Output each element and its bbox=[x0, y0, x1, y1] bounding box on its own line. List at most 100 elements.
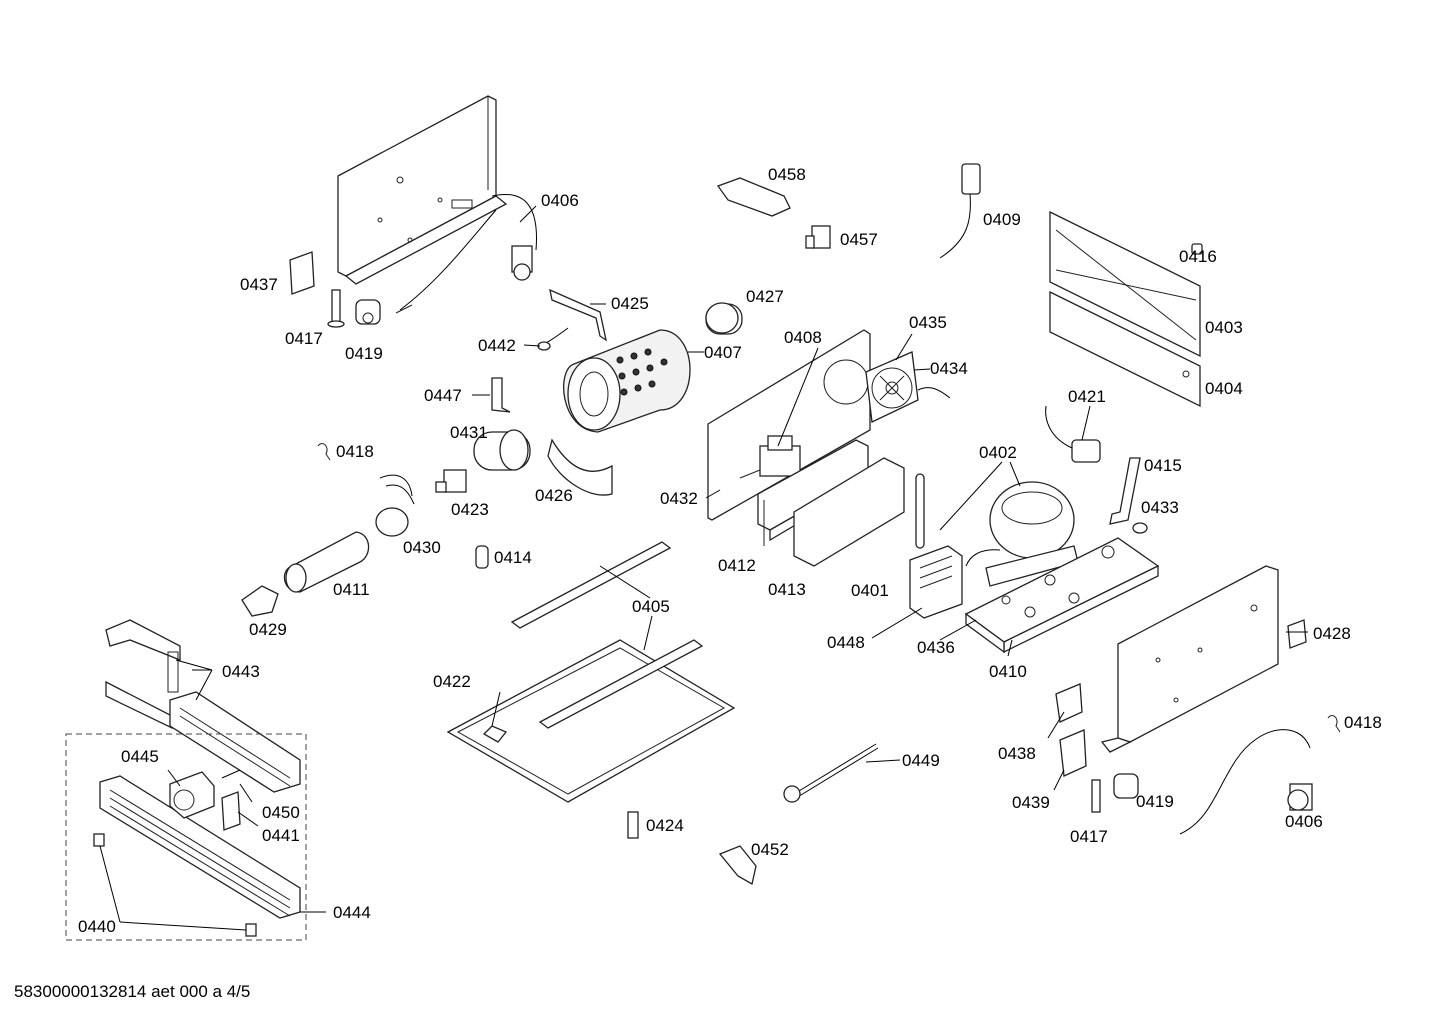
part-label-0419-top: 0419 bbox=[345, 344, 383, 363]
part-label-0406-right: 0406 bbox=[1285, 812, 1323, 831]
part-label-0406-top: 0406 bbox=[541, 191, 579, 210]
cover-0413 bbox=[793, 457, 905, 567]
part-label-0458: 0458 bbox=[768, 165, 806, 184]
grommet-0433 bbox=[1132, 522, 1148, 534]
part-label-0412: 0412 bbox=[718, 556, 756, 575]
clip-0418-left bbox=[317, 443, 331, 461]
part-label-0431: 0431 bbox=[450, 423, 488, 442]
part-label-0440: 0440 bbox=[78, 917, 116, 936]
part-label-0443: 0443 bbox=[222, 662, 260, 681]
bracket-0452 bbox=[718, 845, 757, 886]
panel-0404 bbox=[1049, 290, 1201, 408]
relay-0421 bbox=[1045, 405, 1101, 463]
capacitor-0431 bbox=[473, 429, 531, 471]
screw-0417-right bbox=[1091, 779, 1101, 813]
part-label-0418-right: 0418 bbox=[1344, 713, 1382, 732]
part-label-0435: 0435 bbox=[909, 313, 947, 332]
part-label-0410: 0410 bbox=[989, 662, 1027, 681]
part-label-0413: 0413 bbox=[768, 580, 806, 599]
rail-0405-top bbox=[510, 541, 672, 629]
part-label-0416: 0416 bbox=[1179, 247, 1217, 266]
pad-0440-a bbox=[93, 833, 105, 847]
part-label-0424: 0424 bbox=[646, 816, 684, 835]
part-label-0430: 0430 bbox=[403, 538, 441, 557]
part-label-0422: 0422 bbox=[433, 672, 471, 691]
part-drawings bbox=[65, 95, 1341, 941]
shroud-0426 bbox=[547, 438, 613, 496]
relay-box-0448 bbox=[909, 545, 963, 619]
spacer-0414 bbox=[475, 545, 489, 569]
tube-0449 bbox=[783, 743, 879, 803]
part-label-0447: 0447 bbox=[424, 386, 462, 405]
clip-0418-right bbox=[1327, 715, 1341, 733]
part-label-0441: 0441 bbox=[262, 826, 300, 845]
part-label-0433: 0433 bbox=[1141, 498, 1179, 517]
switch-0428 bbox=[1287, 619, 1307, 649]
part-labels: 0406 0437 0417 0419 0458 0457 0409 0416 … bbox=[78, 165, 1382, 936]
part-label-0418-left: 0418 bbox=[336, 442, 374, 461]
part-label-0411: 0411 bbox=[333, 580, 370, 599]
part-label-0419-right: 0419 bbox=[1136, 792, 1174, 811]
part-label-0405: 0405 bbox=[632, 597, 670, 616]
top-left-side-panel bbox=[289, 95, 538, 328]
bracket-0458 bbox=[716, 177, 791, 217]
motor-0411 bbox=[283, 531, 370, 593]
clip-0424 bbox=[627, 811, 639, 839]
base-plate-0410 bbox=[964, 537, 1160, 654]
part-label-0442: 0442 bbox=[478, 336, 516, 355]
part-label-0415: 0415 bbox=[1144, 456, 1182, 475]
part-label-0448: 0448 bbox=[827, 633, 865, 652]
part-label-0445: 0445 bbox=[121, 747, 159, 766]
part-label-0408: 0408 bbox=[784, 328, 822, 347]
part-label-0407: 0407 bbox=[704, 343, 742, 362]
part-label-0417-top: 0417 bbox=[285, 329, 323, 348]
drier-0401 bbox=[915, 473, 925, 549]
part-label-0425: 0425 bbox=[611, 294, 649, 313]
pad-0440-b bbox=[245, 923, 257, 937]
drawing-reference-number: 58300000132814 aet 000 a 4/5 bbox=[14, 982, 251, 1001]
compressor-0402 bbox=[965, 481, 1079, 587]
part-label-0457: 0457 bbox=[840, 230, 878, 249]
part-label-0426: 0426 bbox=[535, 486, 573, 505]
part-label-0401: 0401 bbox=[851, 581, 889, 600]
bracket-0438 bbox=[1055, 683, 1083, 723]
inset-outline bbox=[65, 733, 307, 941]
front-grille-0444 bbox=[99, 775, 301, 919]
sensor-0442 bbox=[543, 327, 569, 345]
cord-0406-right bbox=[1179, 729, 1311, 835]
leader-lines bbox=[99, 205, 1308, 931]
part-label-0450: 0450 bbox=[262, 803, 300, 822]
part-label-0429: 0429 bbox=[249, 620, 287, 639]
part-label-0428: 0428 bbox=[1313, 624, 1351, 643]
hose-0415 bbox=[1109, 457, 1141, 525]
part-label-0421: 0421 bbox=[1068, 387, 1106, 406]
part-label-0414: 0414 bbox=[494, 548, 532, 567]
bracket-0441 bbox=[221, 791, 241, 831]
part-label-0409: 0409 bbox=[983, 210, 1021, 229]
part-label-0403: 0403 bbox=[1205, 318, 1243, 337]
frame-0425 bbox=[549, 288, 607, 342]
bracket-0439 bbox=[1059, 729, 1087, 777]
part-label-0423: 0423 bbox=[451, 500, 489, 519]
end-cap-0429 bbox=[241, 585, 279, 617]
fan-cover-0445 bbox=[169, 771, 215, 819]
valve-0423 bbox=[435, 469, 467, 493]
right-side-panel bbox=[1100, 565, 1279, 753]
part-label-0452: 0452 bbox=[751, 840, 789, 859]
plug-0406-right-round bbox=[1287, 789, 1309, 811]
valve-0457 bbox=[805, 225, 831, 249]
control-panel-0432 bbox=[707, 329, 871, 521]
part-label-0436: 0436 bbox=[917, 638, 955, 657]
part-label-0439: 0439 bbox=[1012, 793, 1050, 812]
motor-harness-0430 bbox=[375, 474, 415, 537]
part-label-0402: 0402 bbox=[979, 443, 1017, 462]
cap-0427 bbox=[705, 302, 743, 335]
part-label-0427: 0427 bbox=[746, 287, 784, 306]
part-label-0437: 0437 bbox=[240, 275, 278, 294]
foot-0419-right bbox=[1113, 773, 1139, 799]
part-label-0404: 0404 bbox=[1205, 379, 1243, 398]
bracket-0447 bbox=[491, 377, 511, 413]
part-label-0434: 0434 bbox=[930, 359, 968, 378]
plug-0416 bbox=[1191, 243, 1203, 255]
